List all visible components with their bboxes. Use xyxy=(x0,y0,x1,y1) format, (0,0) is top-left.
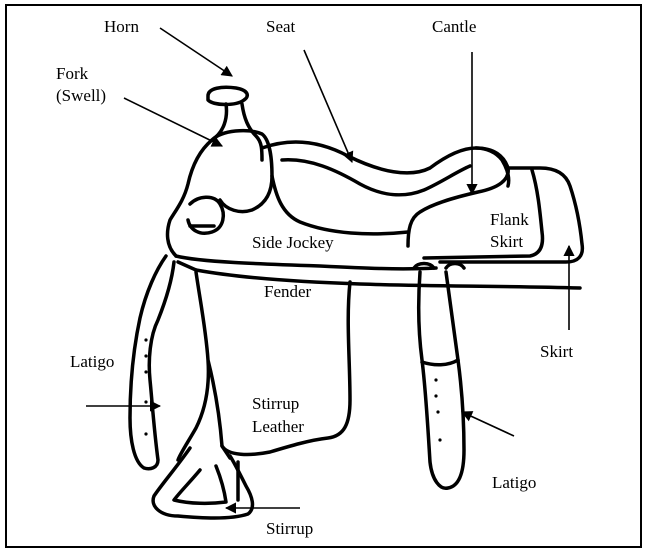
latigo-left-hole xyxy=(144,338,147,341)
fork-arrow xyxy=(124,98,222,146)
latigo-right-band xyxy=(422,360,458,365)
latigo-left-strap xyxy=(130,256,174,469)
latigo-left-hole xyxy=(144,370,147,373)
latigo-right-hole xyxy=(434,378,437,381)
latigo-right-hole xyxy=(436,410,439,413)
stirrup-leather-label-line2: Leather xyxy=(252,417,304,436)
latigo-left-hole xyxy=(144,400,147,403)
latigo-left-upper xyxy=(178,262,196,270)
stirrup-leather-label-line1: Stirrup xyxy=(252,394,299,413)
stirrup-label: Stirrup xyxy=(266,519,313,538)
horn-label: Horn xyxy=(104,17,139,36)
horn-shape xyxy=(208,87,247,104)
latigo-right-hole xyxy=(434,394,437,397)
fork-label-line1: Fork xyxy=(56,64,88,83)
skirt-bottom xyxy=(196,270,580,288)
horn-arrow xyxy=(160,28,232,76)
latigo-right-arrow xyxy=(462,412,514,436)
swell-outline xyxy=(212,131,272,212)
seat-left-edge xyxy=(272,176,408,234)
latigo-right-label: Latigo xyxy=(492,473,536,492)
latigo-left-label: Latigo xyxy=(70,352,114,371)
latigo-right-strap xyxy=(419,272,464,488)
skirt-label: Skirt xyxy=(540,342,573,361)
side-jockey-label: Side Jockey xyxy=(252,233,334,252)
flank-skirt-label-line1: Flank xyxy=(490,210,529,229)
fender-label: Fender xyxy=(264,282,311,301)
latigo-left-hole xyxy=(144,432,147,435)
fork-label-line2: (Swell) xyxy=(56,86,106,105)
front-jockey-detail xyxy=(188,197,223,233)
cantle-label: Cantle xyxy=(432,17,476,36)
flank-skirt-label-line2: Skirt xyxy=(490,232,523,251)
side-jockey-outline xyxy=(176,256,436,269)
latigo-left-hole xyxy=(144,354,147,357)
seat-inner xyxy=(282,160,470,195)
stirrup-inner xyxy=(174,466,226,503)
seat-label: Seat xyxy=(266,17,295,36)
seat-arrow xyxy=(304,50,352,162)
latigo-right-hole xyxy=(438,438,441,441)
